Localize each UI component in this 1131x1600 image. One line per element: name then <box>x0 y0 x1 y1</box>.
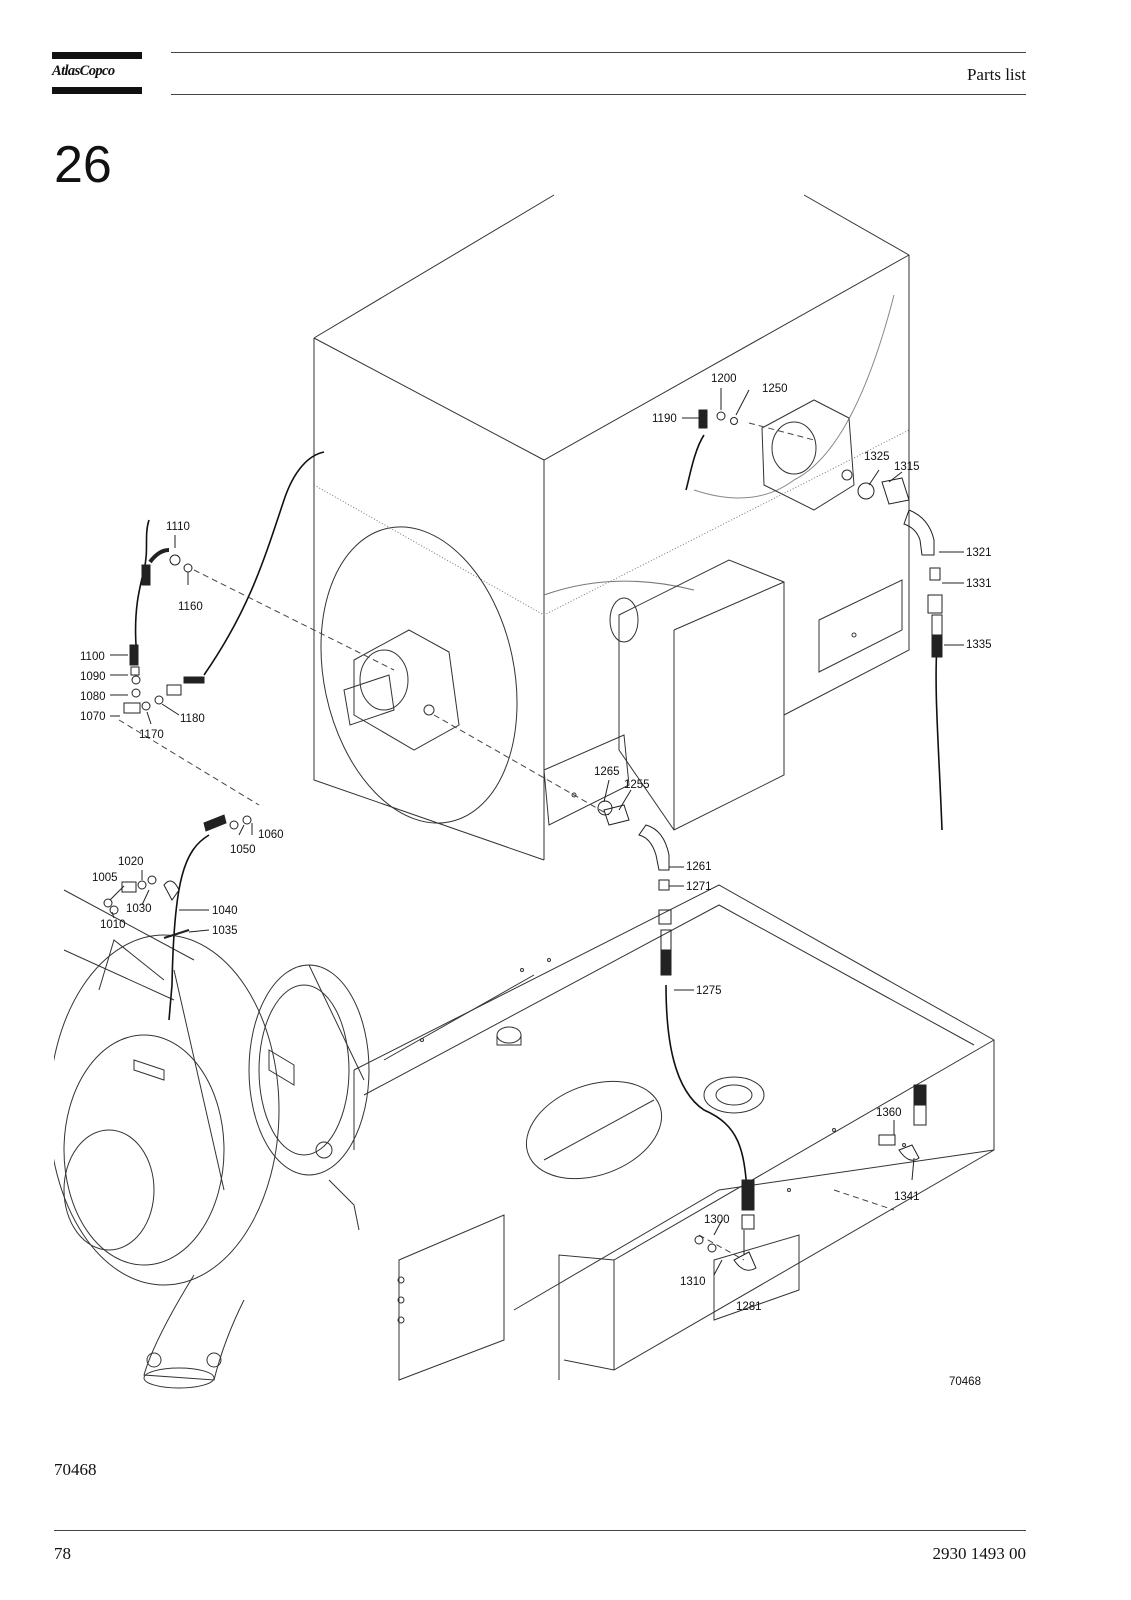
callout-1325: 1325 <box>864 451 890 463</box>
callout-1321: 1321 <box>966 547 992 559</box>
document-number: 2930 1493 00 <box>932 1544 1027 1563</box>
figure-id: 70468 <box>54 1460 97 1479</box>
logo-bar-bottom <box>52 87 142 94</box>
callout-1090: 1090 <box>80 671 106 683</box>
callout-1315: 1315 <box>894 461 920 473</box>
callout-1030: 1030 <box>126 903 152 915</box>
callout-1341: 1341 <box>894 1191 920 1203</box>
callout-leaders <box>109 388 964 1276</box>
callout-1040: 1040 <box>212 905 238 917</box>
callout-1005: 1005 <box>92 872 118 884</box>
callout-1110: 1110 <box>166 521 190 533</box>
header-title: Parts list <box>966 65 1026 84</box>
hose-lines <box>134 434 943 1191</box>
leader-dashes <box>118 422 895 1261</box>
callout-1200: 1200 <box>711 373 737 385</box>
callout-1261: 1261 <box>686 861 712 873</box>
callout-1310: 1310 <box>680 1276 706 1288</box>
callout-1271: 1271 <box>686 881 712 893</box>
callout-1360: 1360 <box>876 1107 902 1119</box>
footer-rule <box>54 1530 1026 1531</box>
callout-1331: 1331 <box>966 578 992 590</box>
fittings <box>103 409 943 1271</box>
generator-housing <box>313 194 910 861</box>
header-rule-bottom <box>171 94 1026 95</box>
callout-1070: 1070 <box>80 711 106 723</box>
callout-1265: 1265 <box>594 766 620 778</box>
callout-1255: 1255 <box>624 779 650 791</box>
callout-1190: 1190 <box>652 413 677 425</box>
header-rule-top <box>171 52 1026 53</box>
callout-1275: 1275 <box>696 985 722 997</box>
atlas-copco-logo: AtlasCopco <box>52 52 142 94</box>
drawing-number: 70468 <box>949 1376 981 1388</box>
logo-bar-top <box>52 52 142 59</box>
callout-1080: 1080 <box>80 691 106 703</box>
callout-1010: 1010 <box>100 919 126 931</box>
page-number: 78 <box>54 1544 71 1563</box>
callout-labels: 1110 1160 1100 1090 1080 1070 1170 1180 … <box>80 373 992 1388</box>
base-frame <box>353 884 995 1381</box>
callout-1300: 1300 <box>704 1214 730 1226</box>
section-number: 26 <box>54 136 112 194</box>
callout-1180: 1180 <box>180 713 205 725</box>
exploded-parts-drawing: 1110 1160 1100 1090 1080 1070 1170 1180 … <box>48 190 1030 1420</box>
callout-1020: 1020 <box>118 856 144 868</box>
logo-text: AtlasCopco <box>52 63 115 79</box>
callout-1250: 1250 <box>762 383 788 395</box>
callout-1050: 1050 <box>230 844 256 856</box>
callout-1281: 1281 <box>736 1301 762 1313</box>
callout-1335: 1335 <box>966 639 992 651</box>
engine-assembly <box>48 889 370 1389</box>
callout-1100: 1100 <box>80 651 105 663</box>
callout-1160: 1160 <box>178 601 203 613</box>
callout-1060: 1060 <box>258 829 284 841</box>
callout-1170: 1170 <box>139 729 164 741</box>
callout-1035: 1035 <box>212 925 238 937</box>
